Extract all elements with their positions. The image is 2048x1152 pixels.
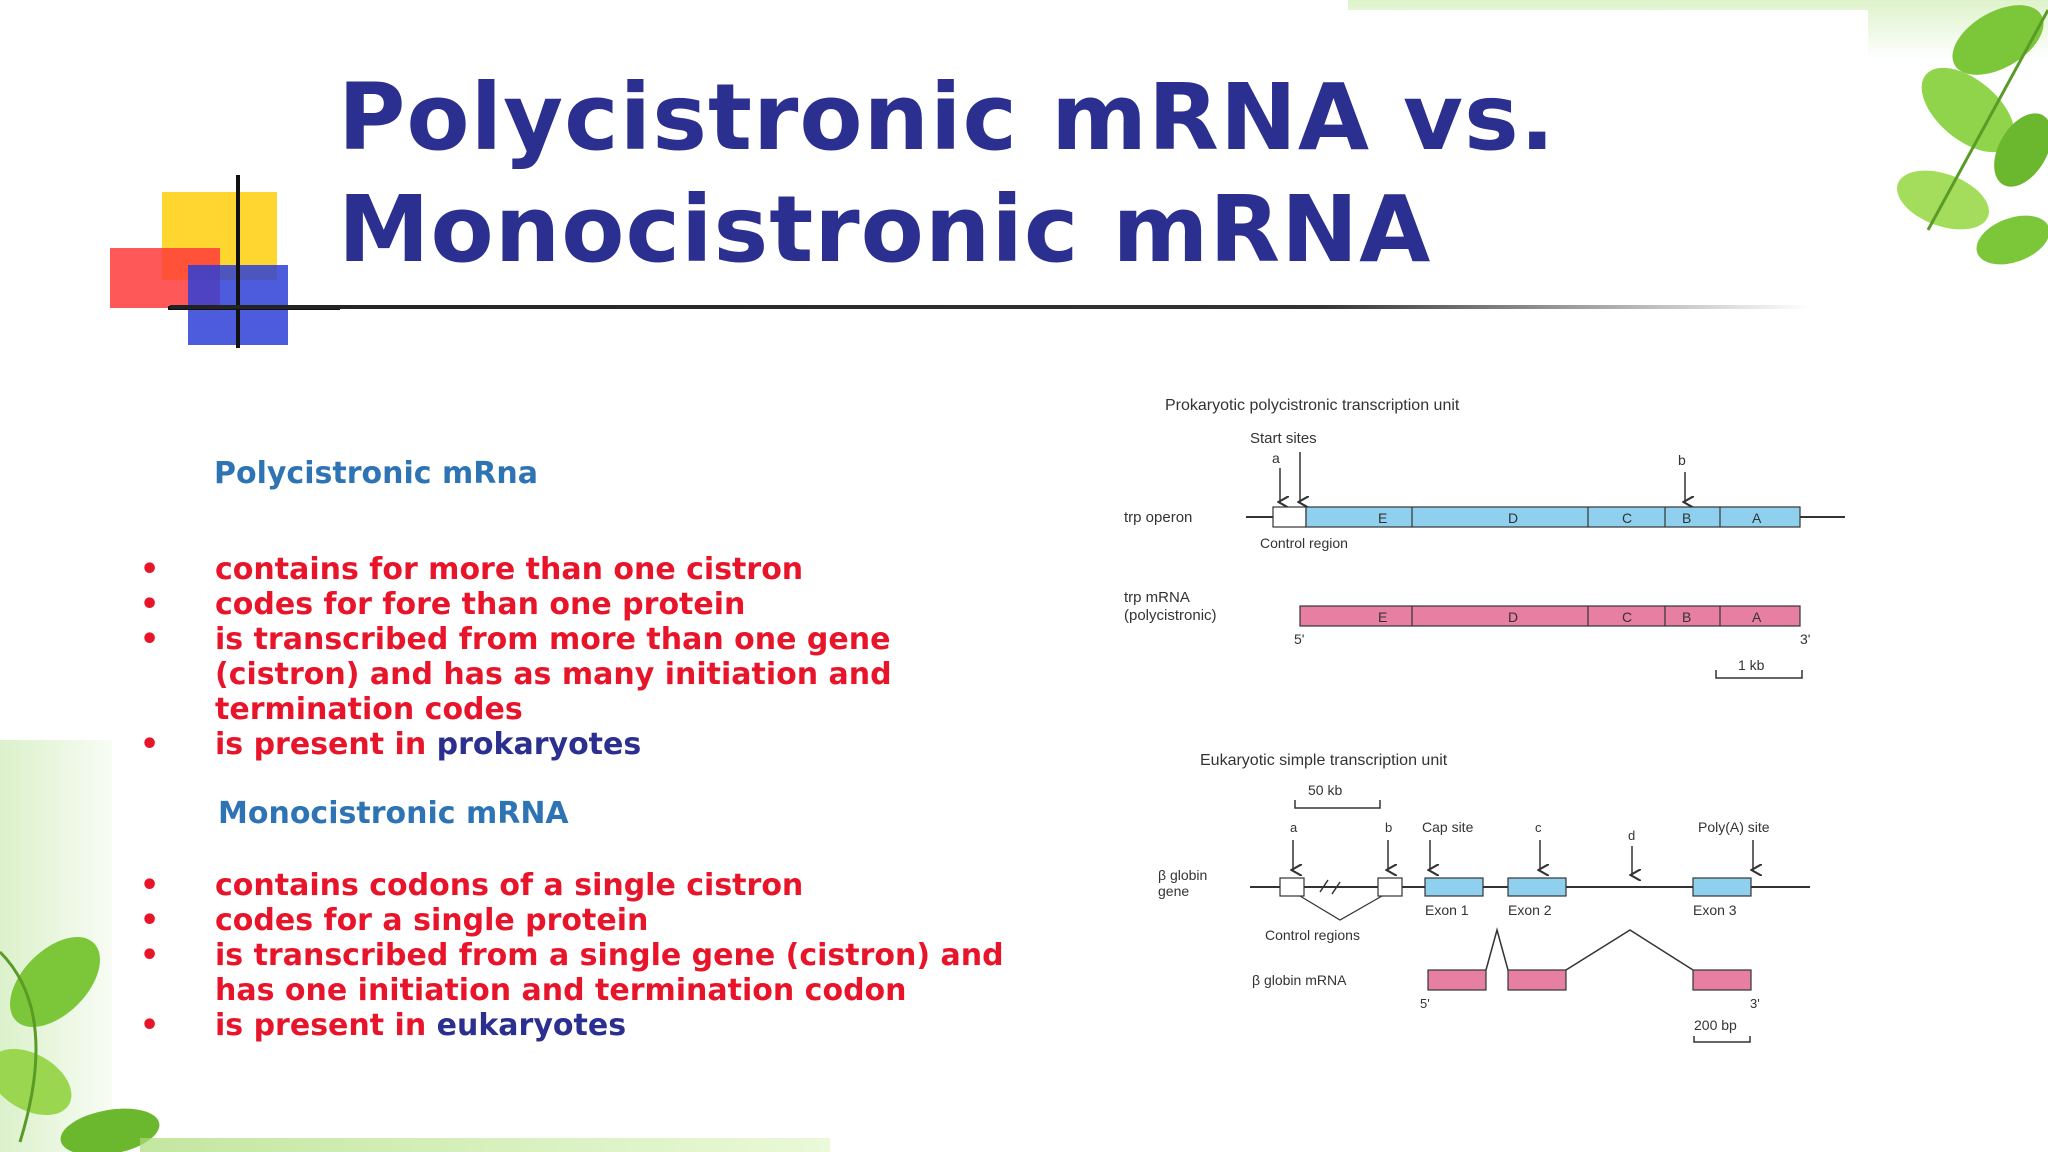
gene-e-label: E [1378, 510, 1387, 526]
highlight-prokaryotes: prokaryotes [436, 727, 642, 762]
exon-3-box [1692, 877, 1752, 897]
list-item: is transcribed from more than one gene (… [140, 622, 915, 727]
three-prime-label: 3' [1800, 631, 1810, 647]
trp-mrna-sublabel: (polycistronic) [1124, 607, 1217, 624]
mrna-d-label: D [1508, 609, 1518, 625]
scale-bar [1715, 670, 1803, 679]
slide-title-line-1: Polycistronic mRNA vs. [338, 64, 1556, 171]
euk-marker-a: a [1290, 820, 1298, 835]
cap-site-label: Cap site [1422, 819, 1474, 835]
mrna-c-label: C [1622, 609, 1632, 625]
beta-globin-gene-label: β globin [1158, 867, 1207, 883]
bullet-text: is present in [215, 1008, 427, 1043]
five-prime-label: 5' [1294, 631, 1304, 647]
list-item: is present in prokaryotes [140, 727, 1040, 762]
mrna-a-label: A [1752, 609, 1762, 625]
control-region-box [1272, 506, 1307, 528]
scale-bottom-bar [1693, 1036, 1751, 1043]
exon-3-label: Exon 3 [1693, 902, 1737, 918]
beta-globin-mrna-label: β globin mRNA [1252, 972, 1347, 988]
euk-marker-b: b [1385, 820, 1392, 835]
prokaryotic-caption: Prokaryotic polycistronic transcription … [1165, 397, 1460, 414]
scale-top-bar [1294, 800, 1381, 809]
intron-splice-2 [1565, 929, 1694, 971]
euk-three-prime: 3' [1750, 996, 1760, 1011]
transcription-unit-diagram: Prokaryotic polycistronic transcription … [1124, 397, 1845, 1043]
exon-1-box [1424, 877, 1484, 897]
polycistronic-bullet-list: contains for more than one cistron codes… [140, 552, 1040, 762]
gene-a-label: A [1752, 510, 1762, 526]
list-item: contains for more than one cistron [140, 552, 1040, 587]
gene-b-label: B [1682, 510, 1691, 526]
polycistronic-heading: Polycistronic mRna [214, 456, 538, 491]
exon-2-box [1507, 877, 1567, 897]
marker-a-label: a [1272, 450, 1280, 466]
mrna-e-label: E [1378, 609, 1387, 625]
beta-globin-gene-sublabel: gene [1158, 883, 1189, 899]
operon-genes-bar [1305, 506, 1801, 528]
highlight-eukaryotes: eukaryotes [436, 1008, 627, 1043]
bullet-text: is present in [215, 727, 427, 762]
eukaryotic-caption: Eukaryotic simple transcription unit [1200, 752, 1448, 769]
list-item: contains codons of a single cistron [140, 868, 1040, 903]
list-item: is transcribed from a single gene (cistr… [140, 938, 1015, 1008]
gene-c-label: C [1622, 510, 1632, 526]
title-underline [170, 305, 1810, 309]
trp-mrna-label: trp mRNA [1124, 589, 1190, 606]
slide-title-line-2: Monocistronic mRNA [338, 176, 1432, 283]
mrna-exon-2 [1507, 969, 1567, 991]
mrna-exon-1 [1427, 969, 1487, 991]
control-region-label: Control region [1260, 535, 1348, 551]
start-sites-label: Start sites [1250, 430, 1317, 447]
mrna-b-label: B [1682, 609, 1691, 625]
mrna-exon-3 [1692, 969, 1752, 991]
marker-b-label: b [1678, 452, 1686, 468]
euk-five-prime: 5' [1420, 996, 1430, 1011]
intron-splice-1 [1485, 927, 1509, 971]
exon-2-label: Exon 2 [1508, 902, 1552, 918]
gene-d-label: D [1508, 510, 1518, 526]
title-decoration-icon [110, 175, 340, 348]
polya-site-label: Poly(A) site [1698, 819, 1770, 835]
trp-operon-label: trp operon [1124, 509, 1192, 526]
exon-1-label: Exon 1 [1425, 902, 1469, 918]
control-regions-label: Control regions [1265, 927, 1360, 943]
scale-label: 1 kb [1738, 657, 1765, 673]
euk-marker-c: c [1535, 820, 1542, 835]
background-strip-bottom [140, 1138, 830, 1152]
monocistronic-heading: Monocistronic mRNA [218, 796, 569, 831]
control-region-bracket [1299, 895, 1383, 921]
polycistronic-mrna-bar [1299, 605, 1801, 627]
euk-marker-d: d [1628, 828, 1635, 843]
scale-top-label: 50 kb [1308, 782, 1342, 798]
scale-bottom-label: 200 bp [1694, 1017, 1737, 1033]
monocistronic-bullet-list: contains codons of a single cistron code… [140, 868, 1040, 1043]
leaf-decoration-bottom-left [0, 937, 160, 1152]
list-item: codes for a single protein [140, 903, 1040, 938]
slide-title: Polycistronic mRNA vs. Monocistronic mRN… [338, 62, 1738, 286]
list-item: codes for fore than one protein [140, 587, 1040, 622]
list-item: is present in eukaryotes [140, 1008, 1040, 1043]
leaf-decoration-top-right [1897, 5, 2048, 265]
